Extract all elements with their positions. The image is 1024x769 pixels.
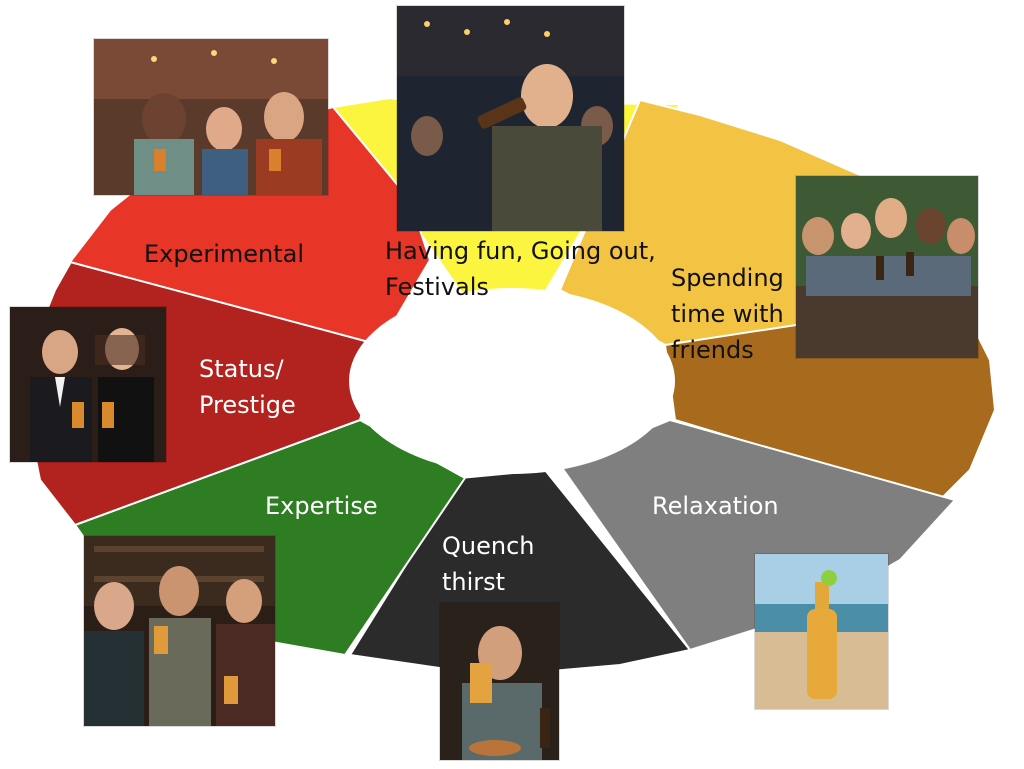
label-relaxation: Relaxation [652,492,779,520]
label-status-prestige: Status/ Prestige [199,355,296,419]
photo-men-tasting-beer-at-bar [84,536,275,726]
photo-friends-toasting-outdoors [796,176,978,358]
label-having-fun: Having fun, Going out, Festivals [385,237,656,301]
photo-beer-bottle-on-beach [755,554,888,709]
label-quench-thirst: Quench thirst [442,532,535,596]
wheel-center-hole [349,288,675,474]
label-experimental: Experimental [144,240,305,268]
photo-friends-laughing-with-beer [94,39,328,195]
label-expertise: Expertise [265,492,378,520]
photo-man-drinking-at-festival [397,6,624,231]
photo-elegant-couple-with-beer [10,307,166,462]
photo-man-drinking-with-burger [440,603,559,760]
label-spending-time: Spending time with friends [671,264,784,364]
